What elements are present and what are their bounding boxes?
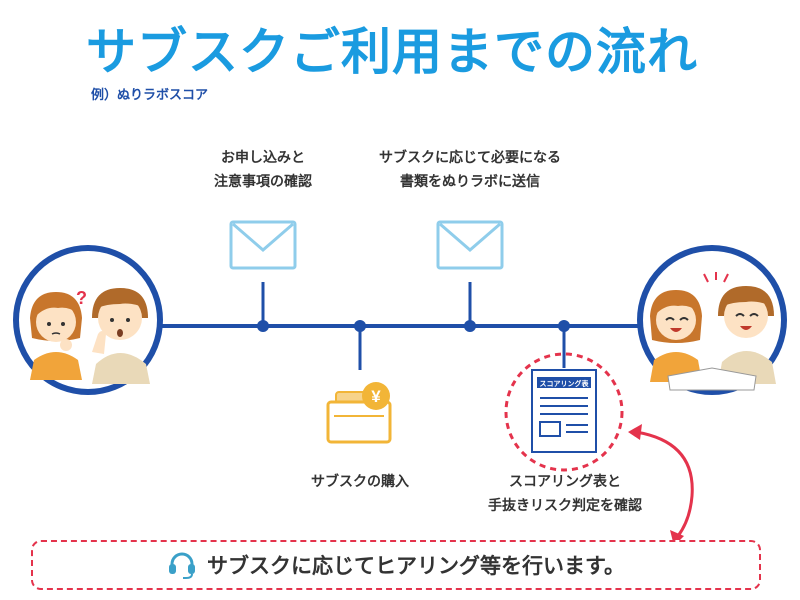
- step-label-send-documents-line1: サブスクに応じて必要になる: [379, 150, 561, 166]
- page-subtitle: 例）ぬりラボスコア: [91, 88, 209, 103]
- node-send-documents: [464, 320, 476, 332]
- woman-confused: [30, 292, 82, 380]
- step-label-purchase: サブスクの購入: [311, 474, 409, 490]
- envelope-icon-application: [229, 220, 297, 270]
- page-title: サブスクご利用までの流れ: [86, 23, 698, 81]
- node-purchase: [354, 320, 366, 332]
- step-label-application-line2: 注意事項の確認: [214, 174, 312, 190]
- document-icon: [531, 369, 597, 453]
- callout-text: サブスクに応じてヒアリング等を行います。: [207, 554, 625, 578]
- svg-text:¥: ¥: [371, 387, 381, 406]
- node-scoring: [558, 320, 570, 332]
- customers-confused-illustration: ?: [13, 245, 163, 395]
- step-label-application-line1: お申し込みと: [221, 150, 305, 166]
- hearing-callout: サブスクに応じてヒアリング等を行います。: [31, 540, 761, 590]
- document-highlight-circle: [504, 352, 624, 472]
- step-label-scoring-line1: スコアリング表と: [509, 474, 621, 490]
- step-label-send-documents-line2: 書類をぬりラボに送信: [400, 174, 540, 190]
- envelope-icon-send-documents: [436, 220, 504, 270]
- headset-icon: [169, 552, 196, 579]
- step-label-scoring: スコアリング表と 手抜きリスク判定を確認: [470, 470, 660, 518]
- paper-illustration: [667, 367, 757, 391]
- sparkle-icon: [703, 272, 729, 283]
- node-application: [257, 320, 269, 332]
- man-pointing: [92, 288, 150, 384]
- document-header-text: スコアリング表: [540, 379, 590, 388]
- question-mark-icon: ?: [76, 288, 87, 308]
- woman-happy: [650, 290, 702, 382]
- step-label-scoring-line2: 手抜きリスク判定を確認: [488, 498, 642, 514]
- step-label-application: お申し込みと 注意事項の確認: [193, 146, 333, 194]
- step-label-send-documents: サブスクに応じて必要になる 書類をぬりラボに送信: [360, 146, 580, 194]
- yen-wallet-icon: ¥: [326, 382, 392, 444]
- customers-happy-illustration: [637, 245, 787, 395]
